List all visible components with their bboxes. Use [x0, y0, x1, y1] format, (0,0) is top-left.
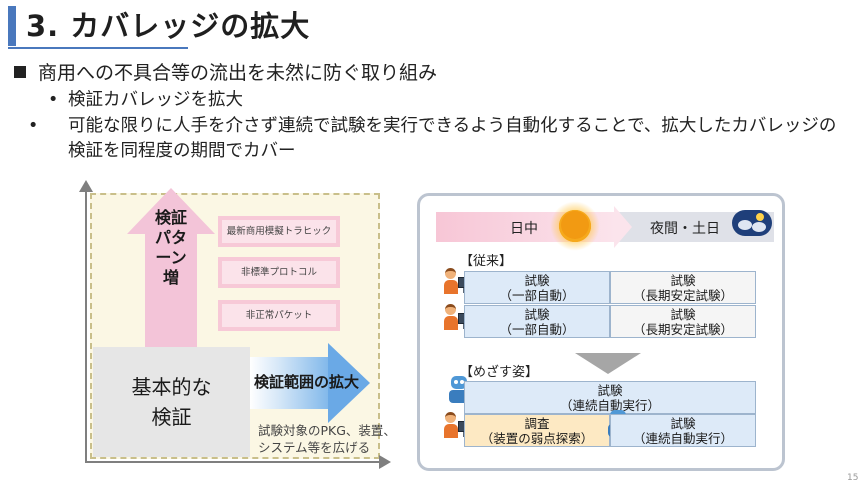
main-bullet: 商用への不具合等の流出を未然に防ぐ取り組み [14, 60, 437, 86]
cell-line1: 試験 [670, 307, 696, 322]
conventional-label: 【従来】 [460, 254, 513, 269]
nighttime-label: 夜間・土日 [650, 221, 720, 237]
vertical-axis-arrowhead-icon [79, 180, 93, 192]
cell-line1: 試験 [670, 273, 696, 288]
square-bullet-icon [14, 66, 26, 78]
cell-line2: （長期安定試験） [632, 288, 733, 303]
pattern-item-protocol: 非標準プロトコル [218, 257, 340, 288]
horizontal-axis-arrowhead-icon [379, 455, 391, 469]
cell-line1: 試験 [524, 307, 550, 322]
conventional-row2-day-cell: 試験 （一部自動） [464, 305, 610, 338]
title-accent-bar [8, 6, 16, 46]
right-arrow-head-icon [328, 343, 370, 423]
base-verification-label: 基本的な 検証 [93, 372, 250, 432]
cell-line1: 試験 [597, 383, 623, 398]
right-arrow-shaft [250, 357, 330, 409]
cell-line2: （一部自動） [499, 322, 575, 337]
bullet-dot-icon: • [48, 90, 59, 110]
main-bullet-text: 商用への不具合等の流出を未然に防ぐ取り組み [38, 62, 438, 84]
daytime-arrowhead-icon [614, 206, 632, 248]
sub-bullet-2: • 可能な限りに人手を介さず連続で試験を実行できるよう自動化することで、拡大したカ… [28, 114, 853, 164]
cell-line2: （連続自動実行） [559, 398, 660, 413]
cell-line1: 試験 [670, 416, 696, 431]
up-arrow-shaft [145, 232, 197, 350]
bullet-dot-icon: • [28, 116, 39, 136]
daytime-label: 日中 [510, 221, 538, 237]
base-label-line1: 基本的な [131, 375, 212, 399]
pattern-item-label: 最新商用模擬トラヒック [222, 220, 336, 243]
goal-row2-investigation-cell: 調査 （装置の弱点探索） [464, 414, 610, 447]
right-arrow-label: 検証範囲の拡大 [254, 373, 360, 391]
goal-row2-test-cell: 試験 （連続自動実行） [610, 414, 756, 447]
sun-icon [561, 211, 589, 239]
cell-line1: 試験 [524, 273, 550, 288]
right-sub-line1: 試験対象のPKG、装置、 [258, 423, 396, 438]
conventional-row2-night-cell: 試験 （長期安定試験） [610, 305, 756, 338]
conventional-row1-night-cell: 試験 （長期安定試験） [610, 271, 756, 304]
sub-bullet-1: • 検証カバレッジを拡大 [48, 88, 243, 113]
cell-line2: （一部自動） [499, 288, 575, 303]
down-triangle-icon [575, 353, 641, 374]
pattern-item-traffic: 最新商用模擬トラヒック [218, 216, 340, 247]
right-sub-line2: システム等を広げる [258, 440, 371, 455]
horizontal-axis [85, 461, 381, 463]
vertical-axis [85, 190, 87, 462]
right-arrow-subtext: 試験対象のPKG、装置、 システム等を広げる [258, 422, 396, 456]
cell-line2: （連続自動実行） [632, 431, 733, 446]
page-number: 15 [847, 473, 859, 482]
page-title: 3. カバレッジの拡大 [26, 9, 311, 43]
cell-line2: （長期安定試験） [632, 322, 733, 337]
base-label-line2: 検証 [151, 405, 192, 429]
cell-line1: 調査 [524, 416, 550, 431]
base-verification-box [93, 347, 250, 457]
sub-bullet-1-text: 検証カバレッジを拡大 [68, 90, 243, 110]
up-arrow-label: 検証パターン増 [155, 208, 188, 287]
cell-line2: （装置の弱点探索） [480, 431, 594, 446]
pattern-item-label: 非正常パケット [222, 304, 336, 327]
sub-bullet-2-text: 可能な限りに人手を介さず連続で試験を実行できるよう自動化することで、拡大したカバ… [68, 116, 837, 161]
up-arrow-head-icon [127, 188, 215, 234]
goal-label: 【めざす姿】 [460, 365, 539, 380]
title-underline [8, 47, 188, 49]
conventional-row1-day-cell: 試験 （一部自動） [464, 271, 610, 304]
pattern-item-label: 非標準プロトコル [222, 261, 336, 284]
goal-row1-continuous-cell: 試験 （連続自動実行） [464, 381, 756, 414]
moon-cloud-icon [732, 210, 772, 236]
pattern-item-packet: 非正常パケット [218, 300, 340, 331]
